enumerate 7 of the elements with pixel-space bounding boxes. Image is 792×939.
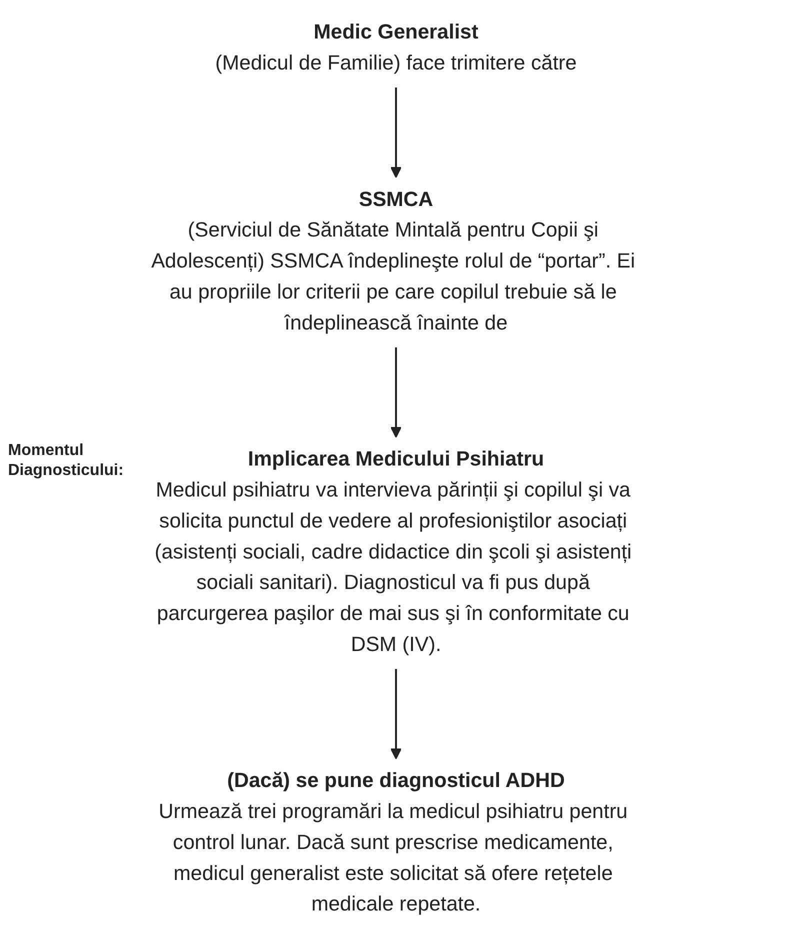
arrow <box>390 347 402 438</box>
arrow <box>390 87 402 178</box>
node-text: (Dacă) se pune diagnosticul ADHD Urmează trei programări la medicul psihiatru pentru control lunar. Dacă sunt prescrise medicamente, medicul generalist este solicitat să ofere rețetele medicale repetate. <box>158 770 628 916</box>
arrow <box>390 668 402 760</box>
node-text: SSMCA (Serviciul de Sănătate Mintală pentru Copii şi Adolescenți) SSMCA îndeplineşte rolul de “portar”. Ei au propriile lor criterii pe care copilul trebuie să le îndeplinească înainte de <box>151 189 636 334</box>
node-text: Medic Generalist (Medicul de Familie) face trimitere către <box>215 22 577 75</box>
node-text: Implicarea Medicului Psihiatru Medicul psihiatru va intervieva părinții şi copilul şi va solicita punctul de vedere al profesioniştilor asociați (asistenți sociali, cadre didactice din şcoli şi asistenți sociali sanitari). Diagnosticul va fi pus după parcurgerea paşilor de mai sus şi în conformitate cu DSM (IV). <box>154 448 632 656</box>
